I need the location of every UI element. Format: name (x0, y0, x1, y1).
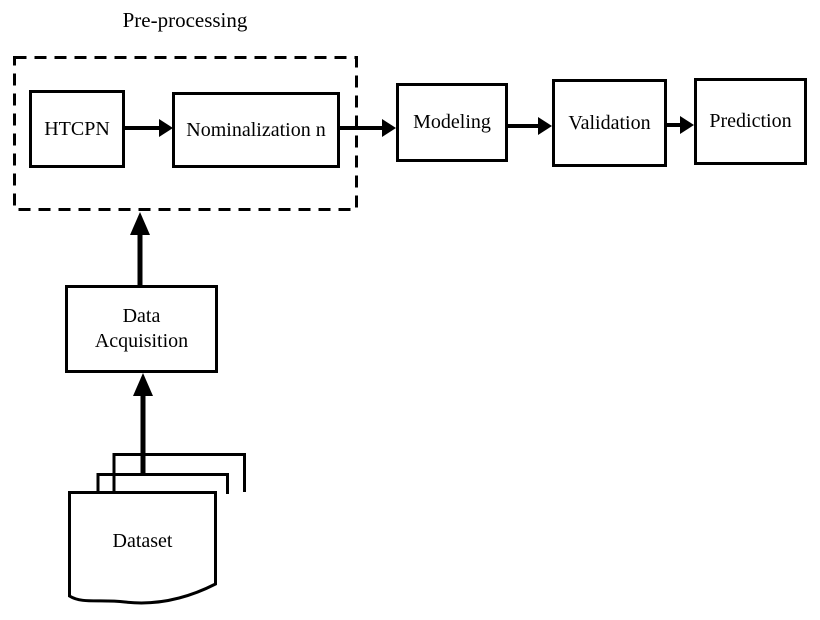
node-data-acquisition-label-line2: Acquisition (94, 330, 189, 352)
node-data-acquisition: Data Acquisition (65, 285, 218, 373)
node-htcpn-label: HTCPN (44, 117, 110, 140)
node-validation-label: Validation (568, 111, 651, 134)
arrow-data-acquisition-to-preprocessing (130, 212, 150, 285)
node-htcpn: HTCPN (29, 90, 125, 168)
dataset-page-front (68, 491, 217, 605)
node-dataset-label: Dataset (112, 530, 173, 552)
node-modeling-label: Modeling (413, 111, 491, 133)
node-prediction-label: Prediction (709, 110, 792, 132)
preprocessing-group-label: Pre-processing (122, 8, 248, 32)
arrow-modeling-to-validation (508, 117, 552, 135)
preprocessing-dashed-boundary (13, 56, 358, 211)
arrow-validation-to-prediction (667, 116, 694, 134)
node-modeling: Modeling (396, 83, 508, 162)
node-prediction: Prediction (694, 78, 807, 165)
arrow-dataset-to-data-acquisition (133, 373, 153, 474)
node-nominalization-label: Nominalization n (186, 118, 326, 141)
node-nominalization: Nominalization n (172, 92, 340, 168)
arrow-htcpn-to-nominalization (125, 119, 173, 137)
node-data-acquisition-label-line1: Data (122, 305, 161, 327)
arrow-nominalization-to-modeling (340, 119, 396, 137)
node-validation: Validation (552, 79, 667, 167)
dataset-page-middle (96, 473, 229, 494)
